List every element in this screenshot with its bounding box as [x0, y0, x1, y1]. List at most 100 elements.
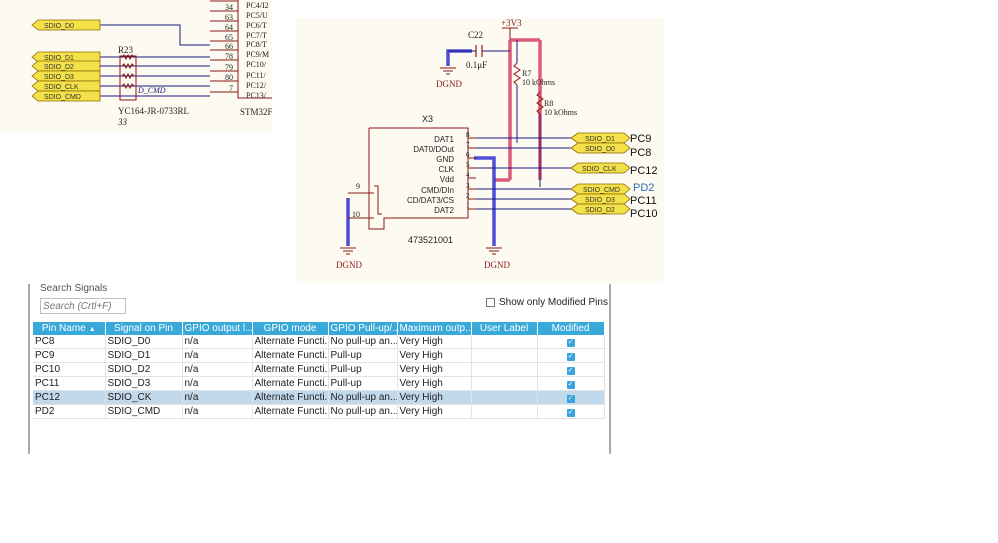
ground-label: DGND [436, 79, 462, 89]
cell-speed: Very High [397, 335, 472, 349]
net-label-text: SDIO_D3 [585, 197, 615, 204]
cell-mode: Alternate Functi... [252, 362, 329, 377]
column-header-pull[interactable]: GPIO Pull-up/... [328, 322, 398, 335]
table-row[interactable]: PC9 SDIO_D1 n/a Alternate Functi... Pull… [33, 348, 605, 363]
cell-signal: SDIO_D2 [105, 362, 183, 377]
cell-modified: ✓ [537, 390, 605, 405]
cell-user-label[interactable] [471, 362, 538, 377]
show-modified-checkbox[interactable] [486, 298, 495, 307]
ground-symbol [440, 67, 456, 75]
show-modified-label: Show only Modified Pins [499, 297, 608, 308]
cell-output: n/a [182, 404, 253, 419]
net-label-shape [31, 70, 101, 82]
cell-pin: PC10 [33, 362, 106, 377]
pin-table: Pin Name▲ Signal on Pin GPIO output l...… [33, 322, 605, 419]
ic-pin-name: PC6/T [246, 21, 267, 30]
ic-pin-name: PC9/M [246, 50, 269, 59]
pin-configuration-panel: Search Signals Show only Modified Pins P… [28, 283, 611, 454]
resistor-r8-value: 10 kOhms [544, 108, 577, 117]
cell-user-label[interactable] [471, 335, 538, 349]
cell-user-label[interactable] [471, 390, 538, 405]
net-label-text: SDIO_D0 [585, 146, 615, 153]
cell-output: n/a [182, 362, 253, 377]
cell-output: n/a [182, 376, 253, 391]
checkbox-checked-icon: ✓ [566, 395, 575, 403]
connector-pin-number: 4 [466, 171, 470, 179]
shell-pin-number: 9 [356, 182, 360, 191]
cell-modified: ✓ [537, 362, 605, 377]
cell-signal: SDIO_D1 [105, 348, 183, 363]
table-row[interactable]: PD2 SDIO_CMD n/a Alternate Functi... No … [33, 404, 605, 419]
table-row[interactable]: PC10 SDIO_D2 n/a Alternate Functi... Pul… [33, 362, 605, 377]
net-label-text: SDIO_D3 [44, 74, 74, 81]
cell-signal: SDIO_CK [105, 390, 183, 405]
connector-pin-name: Vdd [440, 175, 454, 184]
search-signals-label: Search Signals [40, 283, 108, 294]
show-modified-toggle[interactable]: Show only Modified Pins [486, 297, 608, 308]
search-signals-input[interactable] [40, 298, 126, 314]
ic-pin-number: 78 [225, 52, 233, 61]
table-row[interactable]: PC8 SDIO_D0 n/a Alternate Functi... No p… [33, 335, 605, 349]
cell-pull: Pull-up [328, 348, 398, 363]
column-header-modified[interactable]: Modified [537, 322, 605, 335]
net-label-shape [570, 203, 631, 215]
checkbox-checked-icon: ✓ [566, 381, 575, 389]
net-label-text: SDIO_CMD [583, 187, 620, 194]
connector-pin-name: DAT0/DOut [413, 145, 455, 154]
cell-user-label[interactable] [471, 376, 538, 391]
resistor-ref: R23 [118, 45, 134, 55]
cell-user-label[interactable] [471, 404, 538, 419]
cell-user-label[interactable] [471, 348, 538, 363]
schematic-right-canvas: +3V3 C22 0.1μF DGND R7 10 kOhms [336, 18, 631, 270]
table-row[interactable]: PC11 SDIO_D3 n/a Alternate Functi... Pul… [33, 376, 605, 391]
connector-pin-name: GND [436, 155, 454, 164]
connector-part: 473521001 [408, 235, 453, 245]
port-label: PD2 [633, 182, 655, 194]
column-header-gpio-output[interactable]: GPIO output l... [182, 322, 253, 335]
net-label-text: SDIO_D0 [44, 23, 74, 30]
cell-pin: PC11 [33, 376, 106, 391]
cell-pin: PC8 [33, 335, 106, 349]
checkbox-checked-icon: ✓ [566, 409, 575, 417]
resistor-part: YC164-JR-0733RL [118, 106, 189, 116]
table-header-row: Pin Name▲ Signal on Pin GPIO output l...… [33, 322, 605, 335]
column-header-pin-name[interactable]: Pin Name▲ [33, 322, 106, 335]
ic-pin-number: 35 [225, 0, 233, 2]
checkbox-checked-icon: ✓ [566, 339, 575, 347]
cell-pull: No pull-up an... [328, 390, 398, 405]
resistor-r8-ref: R8 [544, 99, 553, 108]
resistor-r7-ref: R7 [522, 69, 531, 78]
ic-pin-number: 79 [225, 63, 233, 72]
net-label-text: SDIO_D1 [585, 136, 615, 143]
net-label-text: SDIO_CLK [582, 166, 617, 173]
connector-pin-number: 2 [466, 192, 470, 200]
column-header-max-output[interactable]: Maximum outp... [397, 322, 472, 335]
capacitor-value: 0.1μF [466, 60, 487, 70]
cell-output: n/a [182, 335, 253, 349]
port-label: PC11 [630, 195, 657, 207]
column-header-signal[interactable]: Signal on Pin [105, 322, 183, 335]
column-header-label: Pin Name [41, 323, 86, 334]
capacitor-ref: C22 [468, 30, 483, 40]
cell-mode: Alternate Functi... [252, 390, 329, 405]
column-header-gpio-mode[interactable]: GPIO mode [252, 322, 329, 335]
power-label: +3V3 [501, 18, 522, 28]
checkbox-checked-icon: ✓ [566, 367, 575, 375]
column-header-user-label[interactable]: User Label [471, 322, 538, 335]
table-row-selected[interactable]: PC12 SDIO_CK n/a Alternate Functi... No … [33, 390, 605, 405]
cell-speed: Very High [397, 348, 472, 363]
ic-pin-name: PC8/T [246, 40, 267, 49]
port-label: PC12 [630, 165, 658, 177]
cell-pull: No pull-up an... [328, 335, 398, 349]
ic-pin-number: 64 [225, 23, 233, 32]
connector-pin-number: 7 [466, 141, 470, 149]
cell-pull: No pull-up an... [328, 404, 398, 419]
connector-pin-number: 1 [466, 202, 470, 210]
resistor-value: 33 [117, 117, 128, 127]
schematic-right-fragment: +3V3 C22 0.1μF DGND R7 10 kOhms [296, 18, 664, 284]
ic-pin-number: 63 [225, 13, 233, 22]
cell-speed: Very High [397, 376, 472, 391]
connector-pin-number: 5 [466, 161, 470, 169]
cell-pin: PD2 [33, 404, 106, 419]
cell-output: n/a [182, 348, 253, 363]
